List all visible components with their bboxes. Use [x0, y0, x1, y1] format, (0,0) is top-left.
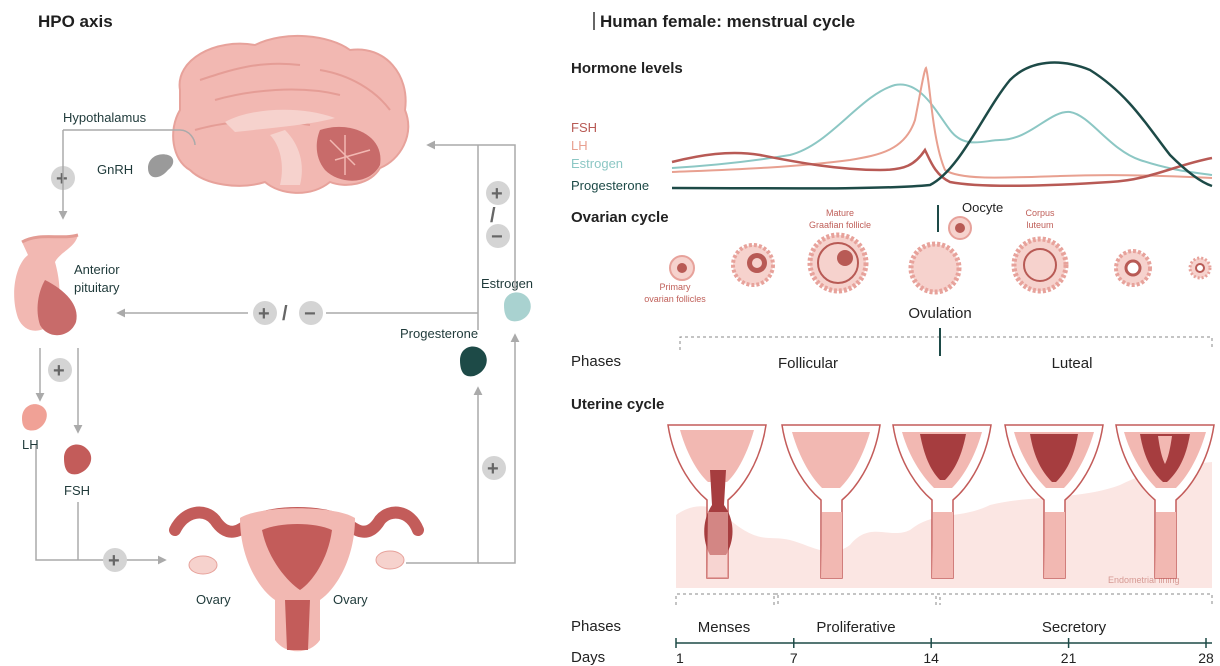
- follicular-phase: Follicular: [778, 355, 838, 372]
- progesterone-hormone-icon: [460, 346, 487, 376]
- lh-hormone-icon: [22, 404, 47, 430]
- progesterone-label: Progesterone: [400, 326, 478, 341]
- hypothalamus-label: Hypothalamus: [63, 110, 147, 125]
- ovarian-follicles: [670, 217, 1210, 292]
- mature-label-2: Graafian follicle: [809, 220, 871, 230]
- plus-sign: +: [56, 168, 68, 190]
- plus-sign: +: [258, 303, 270, 325]
- day-tick-label: 21: [1061, 650, 1077, 666]
- uterine-cycle-heading: Uterine cycle: [571, 396, 664, 413]
- pituitary-illustration: [14, 235, 78, 335]
- ovary-arrow: [36, 445, 165, 560]
- days-label: Days: [571, 649, 605, 666]
- fsh-hormone-icon: [64, 444, 91, 474]
- day-tick-label: 14: [923, 650, 939, 666]
- progesterone-arrow: [406, 388, 478, 563]
- menses-phase: Menses: [698, 619, 751, 636]
- proliferative-phase: Proliferative: [816, 619, 895, 636]
- day-tick-label: 7: [790, 650, 798, 666]
- ovary-left-label: Ovary: [196, 592, 231, 607]
- plus-sign: +: [53, 360, 65, 382]
- oocyte-label: Oocyte: [962, 200, 1003, 215]
- minus-sign: −: [491, 226, 503, 248]
- legend-fsh: FSH: [571, 120, 597, 135]
- luteal-phase: Luteal: [1052, 355, 1093, 372]
- plus-sign: +: [108, 550, 120, 572]
- day-ticks: 1 7 14 21 28: [676, 638, 1214, 666]
- fsh-label: FSH: [64, 483, 90, 498]
- lh-curve: [672, 68, 1212, 178]
- legend-estrogen: Estrogen: [571, 156, 623, 171]
- estrogen-label: Estrogen: [481, 276, 533, 291]
- ovarian-cycle-heading: Ovarian cycle: [571, 209, 669, 226]
- brain-feedback-arrow: [428, 145, 515, 290]
- corpus-label-1: Corpus: [1025, 208, 1055, 218]
- secretory-phase: Secretory: [1042, 619, 1107, 636]
- mature-label-1: Mature: [826, 208, 854, 218]
- slash-sign: /: [282, 303, 288, 325]
- ovary-right-label: Ovary: [333, 592, 368, 607]
- legend-lh: LH: [571, 138, 588, 153]
- day-tick-label: 1: [676, 650, 684, 666]
- primary-label-2: ovarian follicles: [644, 294, 706, 304]
- hormone-levels-heading: Hormone levels: [571, 60, 683, 77]
- primary-label-1: Primary: [660, 282, 691, 292]
- phases-label-ovarian: Phases: [571, 353, 621, 370]
- brain-illustration: [173, 36, 408, 193]
- anterior-pituitary-label-1: Anterior: [74, 262, 120, 277]
- day-tick-label: 28: [1198, 650, 1214, 666]
- progesterone-curve: [672, 63, 1212, 189]
- plus-sign: +: [491, 183, 503, 205]
- minus-sign: −: [304, 303, 316, 325]
- corpus-label-2: luteum: [1026, 220, 1053, 230]
- slash-sign: /: [490, 205, 496, 227]
- plus-sign: +: [487, 458, 499, 480]
- gnrh-label: GnRH: [97, 162, 133, 177]
- hpo-title: HPO axis: [38, 12, 113, 31]
- uterus-illustration: [175, 508, 418, 651]
- gnrh-hormone-icon: [148, 154, 173, 177]
- legend-progesterone: Progesterone: [571, 178, 649, 193]
- cycle-title: Human female: menstrual cycle: [600, 12, 855, 31]
- estrogen-hormone-icon: [504, 292, 531, 321]
- anterior-pituitary-label-2: pituitary: [74, 280, 120, 295]
- phases-label-uterine: Phases: [571, 618, 621, 635]
- ovulation-label: Ovulation: [908, 305, 971, 322]
